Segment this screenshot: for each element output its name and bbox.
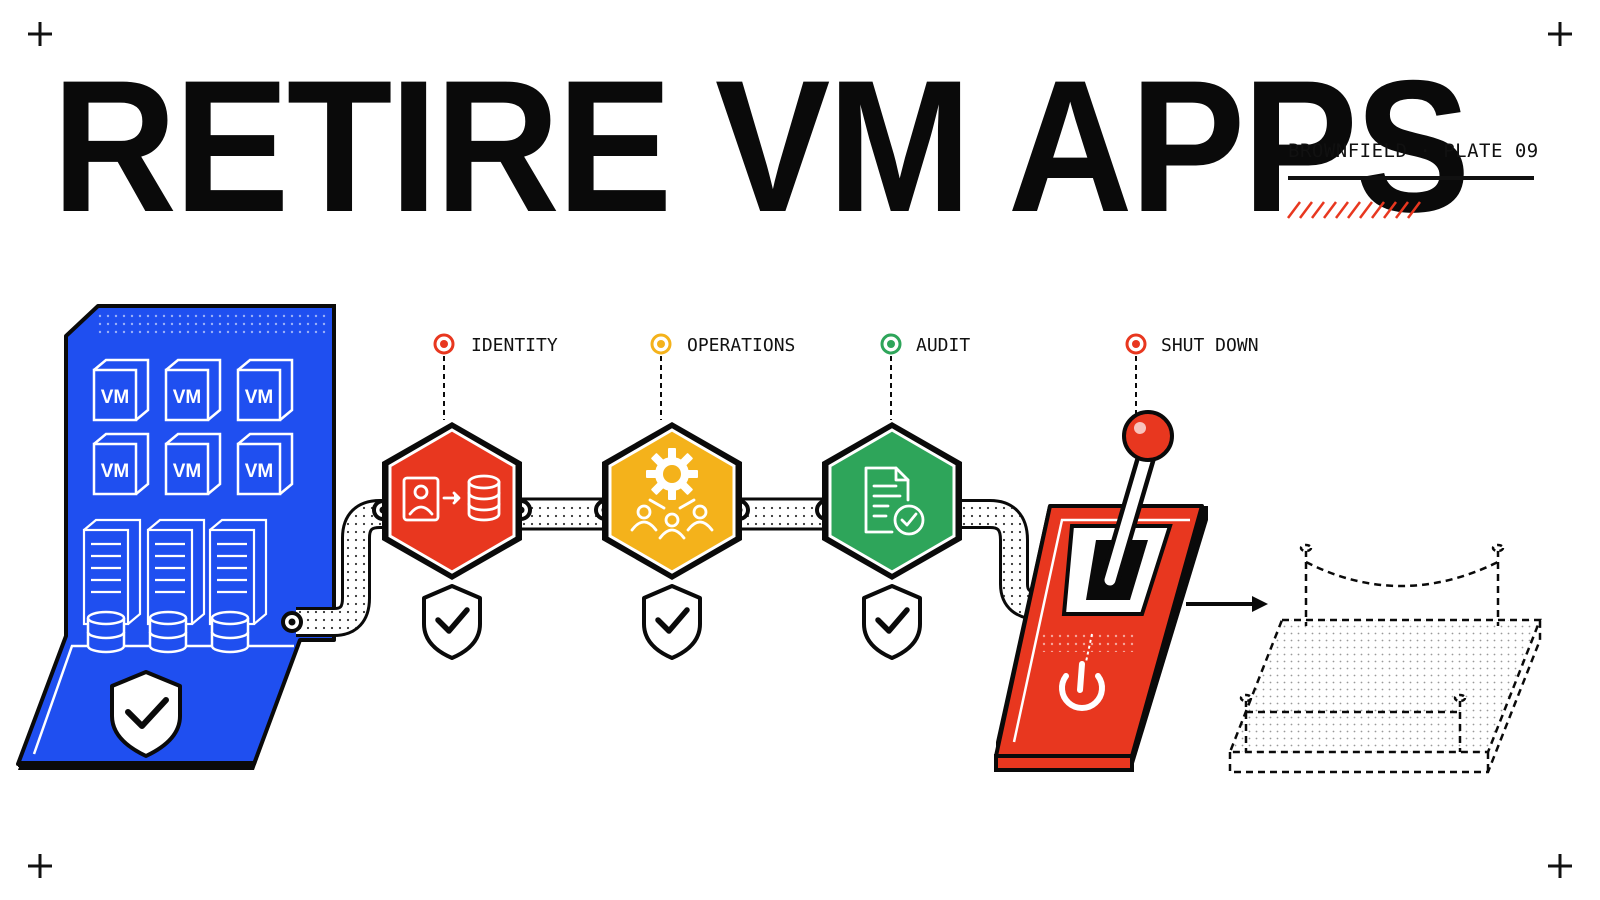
database-icons: [86, 610, 250, 654]
stage-label-identity: IDENTITY: [471, 335, 558, 356]
vm-tile-2: VM: [173, 387, 202, 408]
vm-tile-1: VM: [101, 387, 130, 408]
stage-label-operations: OPERATIONS: [687, 335, 795, 356]
document-check-icon: [864, 466, 925, 536]
stage-audit: [822, 422, 962, 580]
stage-operations: [602, 422, 742, 580]
vm-tile-4: VM: [101, 461, 130, 482]
user-card-to-database-icon: [402, 474, 501, 522]
vm-grid: [92, 358, 294, 496]
retired-empty-platform: [1228, 543, 1542, 774]
page-title: RETIRE VM APPS: [52, 41, 1470, 251]
shield-check-icon: [862, 584, 922, 660]
corner-marks: [28, 22, 1572, 878]
vm-datacenter: VM VM VM VM VM VM: [16, 304, 336, 770]
plate-underline: [1288, 176, 1534, 180]
shield-check-icon: [422, 584, 482, 660]
shield-check-icon: [642, 584, 702, 660]
stage-label-shutdown: SHUT DOWN: [1161, 335, 1259, 356]
gear-with-team-icon: [630, 448, 714, 540]
server-rack-icons: [82, 518, 268, 626]
vm-tile-3: VM: [245, 387, 274, 408]
plate-caption: BROWNFIELD · PLATE 09: [1288, 140, 1539, 162]
hatch-accent: [1287, 201, 1421, 219]
shutdown-lever: [994, 410, 1268, 772]
vm-tile-5: VM: [173, 461, 202, 482]
shield-check-icon: [110, 670, 182, 758]
stage-labels: IDENTITY OPERATIONS AUDIT SHUT DOWN: [433, 333, 1259, 420]
stage-label-audit: AUDIT: [916, 335, 970, 356]
vm-tile-6: VM: [245, 461, 274, 482]
pipeline-connectors: [281, 497, 1055, 637]
stage-identity: [382, 422, 522, 580]
power-icon: [1059, 661, 1105, 711]
checkpoint-shields: [422, 584, 922, 660]
